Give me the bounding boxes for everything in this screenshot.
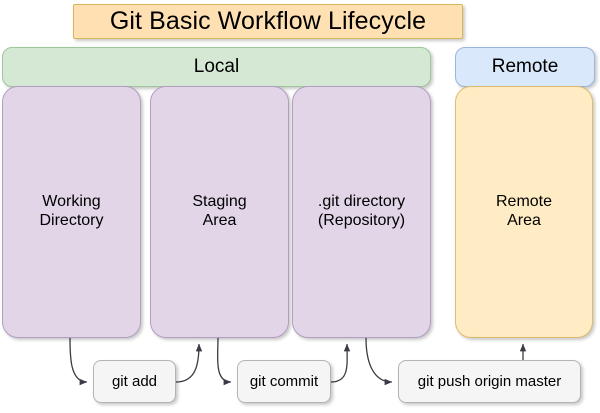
area-working-directory: Working Directory — [2, 86, 141, 338]
command-git-push-origin-master: git push origin master — [398, 360, 581, 403]
command-git-add: git add — [93, 360, 176, 403]
lane-header-local: Local — [2, 47, 431, 87]
area-staging-area: Staging Area — [150, 86, 289, 338]
area-git-directory: .git directory (Repository) — [292, 86, 431, 338]
command-git-commit: git commit — [237, 360, 331, 403]
edge-git-commit-to-git-directory — [330, 343, 351, 383]
diagram-title: Git Basic Workflow Lifecycle — [73, 4, 463, 39]
edge-git-directory-to-git-push — [365, 337, 393, 386]
edge-working-directory-to-git-add — [69, 337, 88, 386]
edge-git-add-to-staging-area — [175, 343, 203, 383]
edge-staging-area-to-git-commit — [216, 337, 232, 386]
lane-header-remote: Remote — [455, 47, 595, 87]
area-remote-area: Remote Area — [455, 86, 593, 338]
